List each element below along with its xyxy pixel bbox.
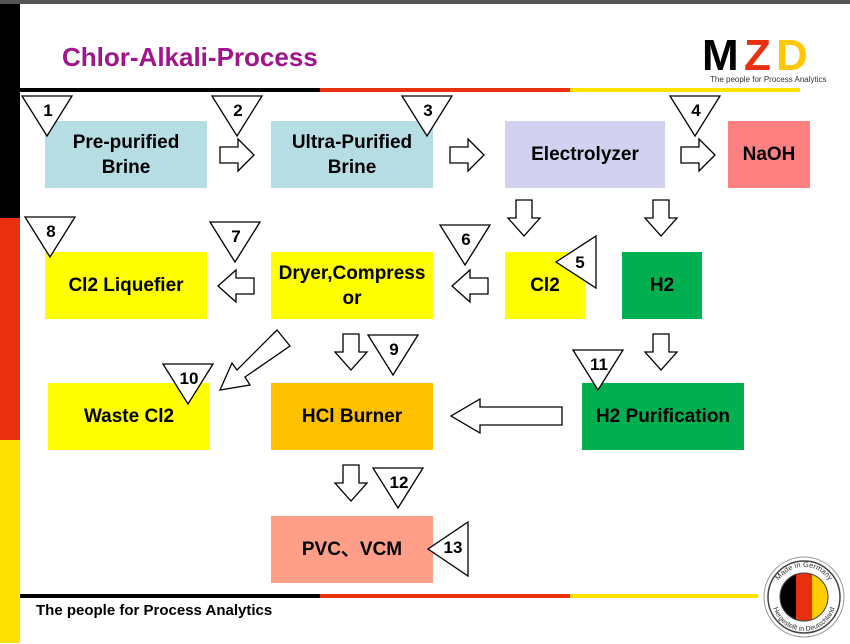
marker-3-shape	[400, 95, 454, 138]
box-pre-purified-brine: Pre-purified Brine	[45, 121, 207, 188]
box-h2-purification: H2 Purification	[582, 383, 744, 450]
marker-8-shape	[23, 216, 77, 259]
marker-3-label: 3	[423, 101, 433, 120]
box-cl2-liquefier: Cl2 Liquefier	[45, 252, 207, 319]
marker-12-shape	[371, 467, 425, 510]
box-waste-cl2: Waste Cl2	[48, 383, 210, 450]
box-electrolyzer: Electrolyzer	[505, 121, 665, 188]
arrow-right-2	[449, 137, 485, 173]
arrow-left-dryer	[217, 268, 255, 304]
marker-6-label: 6	[461, 230, 471, 249]
box-h2: H2	[622, 252, 702, 319]
page-title: Chlor-Alkali-Process	[62, 42, 318, 72]
marker-9-shape	[366, 334, 420, 377]
marker-9-label: 9	[389, 340, 399, 359]
svg-text:Z: Z	[744, 31, 770, 80]
arrow-down-hcl	[333, 464, 369, 502]
marker-5-shape	[554, 234, 597, 290]
arrow-down-dryer	[333, 333, 369, 371]
footer-line-red	[320, 594, 570, 598]
box-dryer-compressor: Dryer,Compressor	[271, 252, 433, 319]
left-stripe-yellow	[0, 440, 20, 643]
mzd-logo: M Z D The people for Process Analytics	[700, 28, 827, 96]
marker-13-shape	[426, 520, 469, 578]
marker-1-shape	[20, 95, 74, 138]
marker-7-shape	[208, 221, 262, 264]
marker-5-label: 5	[575, 253, 585, 272]
left-stripe-red	[0, 218, 20, 440]
header-line-black	[20, 88, 320, 92]
top-bar	[0, 0, 850, 4]
left-stripe-black	[0, 4, 20, 218]
marker-1-label: 1	[43, 101, 53, 120]
box-naoh: NaOH	[728, 121, 810, 188]
header-line-red	[320, 88, 570, 92]
marker-12-label: 12	[389, 473, 409, 492]
arrow-right-3	[680, 137, 716, 173]
arrow-left-cl2	[451, 268, 489, 304]
marker-4-shape	[668, 95, 722, 138]
marker-2-shape	[210, 95, 264, 138]
logo-tagline: The people for Process Analytics	[710, 75, 827, 84]
svg-text:M: M	[702, 31, 737, 80]
marker-6-shape	[438, 224, 492, 267]
marker-11-label: 11	[590, 355, 608, 374]
arrow-down-h2-purif	[643, 333, 679, 371]
header-line-yellow	[570, 88, 800, 92]
arrow-diagonal-waste	[218, 329, 291, 391]
box-ultra-purified-brine: Ultra-Purified Brine	[271, 121, 433, 188]
marker-11-shape	[571, 349, 625, 392]
arrow-down-h2	[643, 199, 679, 237]
box-pvc-vcm: PVC、VCM	[271, 516, 433, 583]
arrow-left-long	[449, 397, 563, 435]
marker-8-label: 8	[46, 222, 56, 241]
marker-13-label: 13	[443, 538, 463, 557]
footer-line-yellow	[570, 594, 758, 598]
svg-text:D: D	[776, 31, 806, 80]
arrow-down-cl2	[506, 199, 542, 237]
marker-7-label: 7	[231, 227, 241, 246]
marker-4-label: 4	[691, 101, 701, 120]
marker-10-shape	[161, 363, 215, 406]
footer-text: The people for Process Analytics	[36, 602, 273, 619]
marker-2-label: 2	[233, 101, 243, 120]
arrow-right-1	[219, 137, 255, 173]
box-hcl-burner: HCl Burner	[271, 383, 433, 450]
footer-line-black	[20, 594, 320, 598]
made-in-germany-seal: Made in Germany Hergestellt in Deutschla…	[762, 555, 846, 639]
marker-10-label: 10	[179, 369, 199, 388]
